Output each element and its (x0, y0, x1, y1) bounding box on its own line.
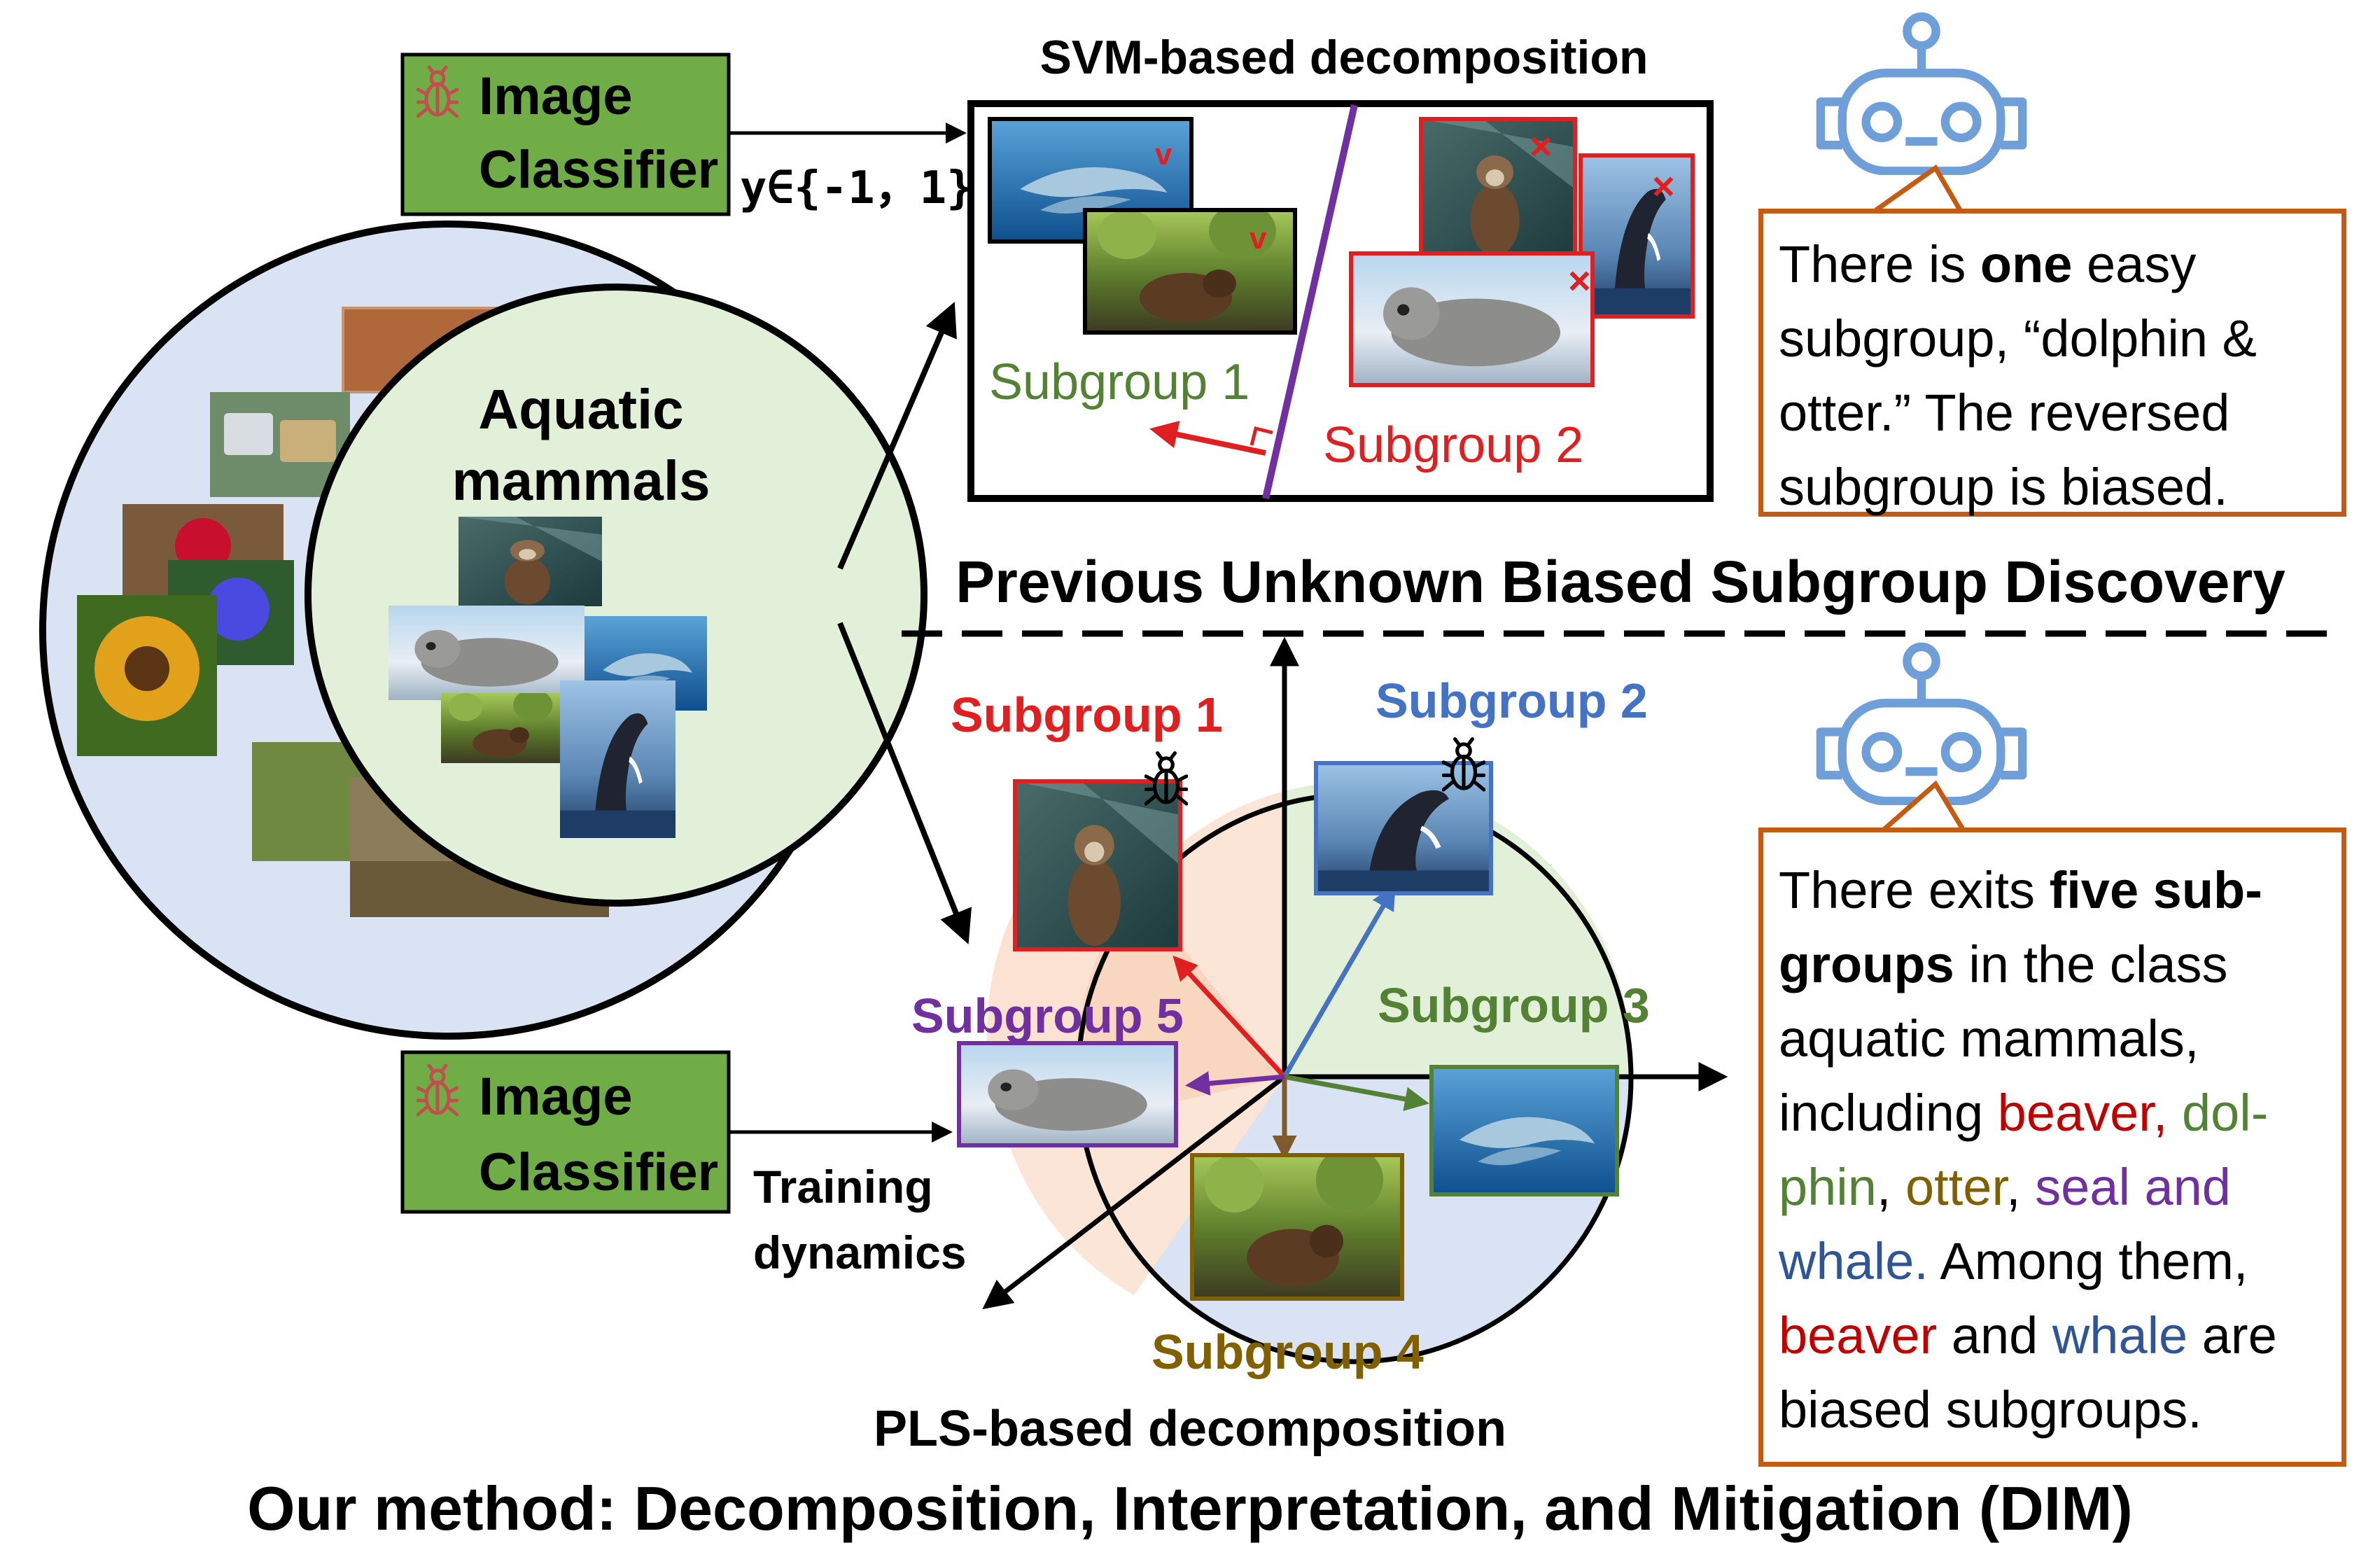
callout-word: There exits (1779, 861, 2050, 919)
callout-word: easy (2087, 235, 2197, 293)
svm-subgroup2-images: × × × (1349, 117, 1695, 387)
pls-subgroup2-label: Subgroup 2 (1376, 673, 1648, 728)
label-formula: y∈{-1，1} (740, 162, 974, 214)
pls-subgroup4-label: Subgroup 4 (1152, 1325, 1424, 1379)
callout-top-line1: There is one easy (1779, 228, 2326, 302)
cross-mark-icon: × (1568, 258, 1591, 302)
callout-word: mammals, (1960, 1010, 2199, 1068)
robot-icon (1821, 647, 2022, 801)
svm-subgroup2-label: Subgroup 2 (1323, 417, 1583, 473)
callout-bottom: There exits five sub- groups in the clas… (1758, 828, 2346, 1467)
pls-beaver (1192, 1155, 1402, 1299)
callout-word: aquatic (1779, 1010, 1946, 1068)
callout-word: There (1779, 235, 1914, 293)
svm-hyperplane (1262, 104, 1358, 500)
vector-subgroup1 (1172, 955, 1287, 1079)
arrow-circle-to-svm (837, 302, 957, 570)
callout-emphasis: groups (1779, 935, 1954, 993)
class-label-line1: Aquatic (478, 378, 683, 440)
pls-subgroup1-label: Subgroup 1 (951, 687, 1223, 742)
callout-word: and (1937, 1306, 2052, 1364)
callout-top: There is one easy subgroup, “dolphin & o… (1758, 209, 2346, 517)
callout-word: and (2129, 1158, 2231, 1216)
classifier-label-line2: Classifier (479, 1143, 718, 1202)
vector-subgroup3 (1284, 1074, 1429, 1112)
svm-subgroup1-images: v v (988, 117, 1297, 335)
classifier-label-line1: Image (479, 1067, 633, 1126)
thumb-seal (388, 606, 584, 700)
check-mark-icon: v (1250, 221, 1267, 256)
callout-word: including (1779, 1084, 1998, 1142)
training-label-line1: Training (753, 1161, 933, 1213)
callout-bottom-line5: phin, otter, seal and (1779, 1150, 2326, 1224)
arrow-circle-to-pls (837, 622, 972, 944)
vector-subgroup2 (1282, 884, 1396, 1078)
word-beaver: beaver (1779, 1306, 1938, 1364)
word-whale: whale (2052, 1306, 2188, 1364)
classifier-label-line1: Image (479, 67, 633, 126)
vector-subgroup5 (1185, 1071, 1285, 1096)
callout-word: The (1924, 384, 2014, 442)
pls-seal (959, 1043, 1176, 1145)
word-otter: otter (1905, 1158, 2007, 1216)
callout-word: Among them, (1928, 1232, 2248, 1290)
callout-word: in the (1968, 935, 2110, 993)
top-classifier-box: Image Classifier (400, 53, 731, 216)
callout-bottom-line8: biased subgroups. (1779, 1381, 2202, 1439)
callout-bottom-line4: including beaver, dol- (1779, 1076, 2326, 1150)
word-beaver: beaver, (1997, 1084, 2168, 1142)
callout-emphasis: five sub- (2049, 861, 2262, 919)
pls-subgroup3-label: Subgroup 3 (1378, 978, 1650, 1033)
callout-bottom-line7: beaver and whale are (1779, 1299, 2326, 1373)
svm-seal (1351, 253, 1592, 385)
thumb-beaver (441, 693, 564, 763)
check-mark-icon: v (1155, 137, 1172, 172)
callout-top-line3: otter.” The reversed (1779, 376, 2326, 450)
thumb-whale (560, 680, 676, 838)
dataset-circle: Aquatic mammals (39, 221, 927, 1040)
callout-word: otter.” (1779, 384, 1912, 442)
bottom-classifier-box: Image Classifier (400, 1050, 731, 1214)
callout-word: , (2006, 1158, 2036, 1216)
class-label-line2: mammals (451, 449, 710, 512)
callout-emphasis: one (1980, 235, 2073, 293)
pls-subgroup5-label: Subgroup 5 (911, 989, 1184, 1043)
right-angle-icon (1250, 426, 1273, 446)
axis-depth (982, 1075, 1287, 1310)
word-dolphin-part1: dol- (2167, 1084, 2269, 1142)
thumb-otter (458, 517, 602, 606)
word-whale: whale. (1779, 1232, 1928, 1290)
cross-mark-icon: × (1530, 124, 1553, 168)
callout-word: are (2188, 1306, 2277, 1364)
cross-mark-icon: × (1652, 164, 1675, 208)
classifier-label-line2: Classifier (479, 140, 718, 200)
svm-subgroup1-label: Subgroup 1 (989, 354, 1250, 410)
normal-vector-arrow (1149, 420, 1266, 456)
training-label-line2: dynamics (753, 1227, 966, 1278)
callout-word: is (1928, 235, 1966, 293)
svm-title: SVM-based decomposition (1040, 31, 1648, 84)
callout-pointer-top (1874, 164, 1963, 212)
pls-dolphin (1432, 1067, 1617, 1194)
pls-otter (1015, 781, 1180, 949)
callout-top-line2: subgroup, “dolphin & (1779, 309, 2257, 368)
callout-pointer-bottom (1881, 780, 1966, 832)
callout-bottom-line1: There exits five sub- (1779, 853, 2326, 928)
svm-whale (1581, 155, 1693, 316)
word-seal: seal (2035, 1158, 2130, 1216)
callout-bottom-line6: whale. Among them, (1779, 1224, 2326, 1299)
callout-word: , (1876, 1158, 1906, 1216)
callout-bottom-line2: groups in the class (1779, 928, 2326, 1002)
callout-top-line4: subgroup is biased. (1779, 458, 2228, 516)
robot-icon (1821, 17, 2022, 171)
footer-title: Our method: Decomposition, Interpretatio… (247, 1474, 2133, 1543)
previous-method-title: Previous Unknown Biased Subgroup Discove… (955, 549, 2286, 615)
word-dolphin-part2: phin (1779, 1158, 1877, 1216)
callout-bottom-line3: aquatic mammals, (1779, 1002, 2326, 1076)
callout-word: class (2109, 935, 2228, 993)
callout-word: reversed (2028, 384, 2230, 442)
pls-title: PLS-based decomposition (874, 1401, 1506, 1457)
